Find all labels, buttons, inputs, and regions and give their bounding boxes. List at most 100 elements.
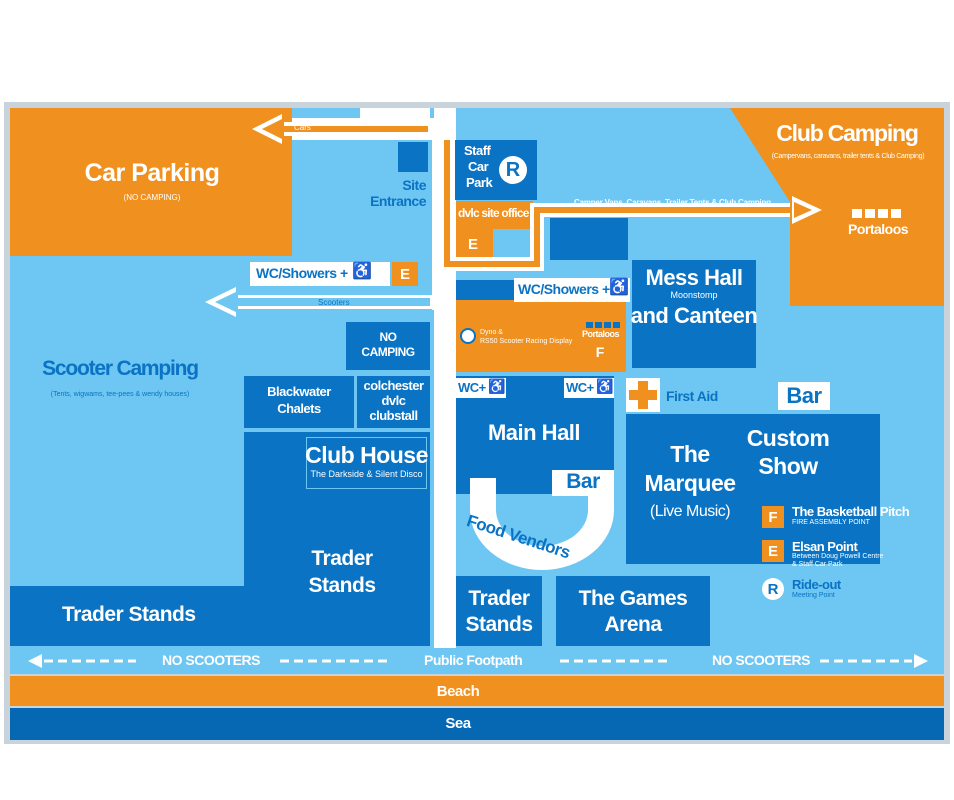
dvlc-site-office-label: dvlc site office (458, 206, 529, 220)
mess-hall-label: Mess Hall (645, 265, 744, 290)
legend-e-note-1: Between Doug Powell Centre (792, 553, 884, 560)
bar-top-box (778, 382, 830, 410)
club-camping-note: (Campervans, caravans, trailer tents & C… (771, 153, 925, 160)
trader-stands-small-label-1: Trader (468, 587, 530, 610)
bar-main-label: Bar (566, 470, 600, 493)
block-near-camper (550, 218, 628, 260)
marquee-label-3: (Live Music) (649, 503, 731, 520)
wheelchair-icon: ♿ (609, 279, 629, 296)
legend-f-badge: F (762, 506, 784, 528)
no-camping-building (346, 322, 430, 370)
wheelchair-icon: ♿ (352, 263, 372, 280)
portaloos-right-icon (852, 209, 901, 218)
legend-e-note-2: & Staff Car Park (792, 561, 843, 568)
wc-showers-left-box (250, 262, 390, 286)
legend-f-title: The Basketball Pitch (792, 504, 910, 519)
legend-e-badge: E (762, 540, 784, 562)
wc-showers-mid-box (514, 278, 630, 302)
sea-band (10, 708, 944, 740)
custom-show-label-2: Show (758, 453, 818, 479)
colchester-label-1: colchester (363, 378, 424, 393)
trader-stands-left-label: Trader Stands (62, 603, 196, 626)
display-area (456, 300, 626, 372)
club-house-outline (306, 437, 427, 489)
scooter-camping-note: (Tents, wigwams, tee-pees & wendy houses… (50, 391, 190, 398)
legend-r-title: Ride-out (792, 577, 841, 592)
double-arrow-icon (28, 654, 928, 668)
trader-stands-small-label-2: Stands (465, 613, 533, 636)
blackwater-label-2: Chalets (277, 401, 321, 416)
display-label-1: Dyno & (480, 329, 503, 336)
site-entrance-building (398, 142, 428, 172)
games-arena-label-1: The Games (578, 587, 688, 610)
colchester-building (357, 376, 430, 428)
trader-stands-center-label-2: Stands (308, 574, 376, 597)
and-canteen-label: and Canteen (630, 303, 758, 328)
footpath-center-label: Public Footpath (424, 652, 523, 668)
colchester-label-3: clubstall (369, 408, 418, 423)
trader-stands-center-label-1: Trader (311, 547, 373, 570)
first-aid-label: First Aid (666, 388, 718, 404)
trader-stands-small-area (456, 576, 542, 646)
portaloos-mid-label: Portaloos (582, 329, 620, 339)
staff-car-park-label-2: Car (468, 159, 489, 174)
games-arena-building (556, 576, 710, 646)
elsan-point-marker-top: E (463, 234, 483, 254)
ride-out-marker: R (499, 156, 527, 184)
wc-left-label: WC+ (458, 380, 486, 395)
wc-showers-left-label: WC/Showers + (256, 265, 348, 281)
scooter-camping-label: Scooter Camping (42, 357, 199, 380)
bar-main-box (552, 470, 614, 496)
car-parking-area (10, 108, 292, 256)
marquee-label-1: The (670, 441, 710, 467)
portaloos-mid-icon (586, 322, 620, 328)
beach-label: Beach (436, 683, 480, 700)
scooters-arrow-label: Scooters (318, 298, 350, 307)
main-hall-label: Main Hall (487, 420, 581, 445)
custom-show-label-1: Custom (746, 425, 830, 451)
legend-f-note: FIRE ASSEMBLY POINT (792, 519, 870, 526)
camper-route-label: Camper Vans, Caravans, Trailer Tents & C… (574, 198, 771, 207)
wc-showers-mid-label: WC/Showers + (518, 281, 610, 297)
marquee-label-2: Marquee (644, 470, 736, 496)
no-camping-label-1: NO (379, 330, 398, 344)
blackwater-chalets-building (244, 376, 354, 428)
display-label-2: RS50 Scooter Racing Display (480, 338, 573, 345)
mess-hall-building (632, 260, 756, 368)
wheelchair-icon: ♿ (488, 378, 505, 394)
no-camping-label-2: CAMPING (361, 345, 415, 359)
portaloos-right-label: Portaloos (848, 221, 909, 237)
trader-stands-center-area (244, 432, 430, 646)
marquee-building (626, 414, 880, 564)
legend-r-note: Meeting Point (792, 592, 835, 599)
club-house-note: The Darkside & Silent Disco (310, 469, 423, 479)
sea-label: Sea (445, 715, 471, 732)
car-parking-label: Car Parking (84, 159, 220, 187)
club-house-label: Club House (305, 442, 428, 468)
dvlc-site-office-area (455, 201, 533, 229)
legend-r-badge: R (762, 578, 784, 600)
elsan-point-marker-left: E (392, 262, 418, 286)
footpath-right-label: NO SCOOTERS (712, 652, 810, 668)
first-aid-cross-icon (626, 378, 660, 412)
colchester-label-2: dvlc (381, 393, 406, 408)
mess-hall-note: Moonstomp (670, 290, 718, 300)
wc-right-label: WC+ (566, 380, 594, 395)
club-camping-label: Club Camping (776, 120, 919, 146)
car-parking-note: (NO CAMPING) (123, 193, 181, 202)
site-entrance-label-1: Site (402, 177, 426, 193)
cars-arrow-label: Cars (294, 123, 311, 132)
display-logo-icon (460, 328, 476, 344)
bar-top-label: Bar (786, 383, 822, 408)
trader-stands-left-area (10, 586, 244, 646)
site-entrance-label-2: Entrance (370, 193, 426, 209)
blackwater-label-1: Blackwater (267, 384, 331, 399)
footpath-left-label: NO SCOOTERS (162, 652, 260, 668)
games-arena-label-2: Arena (604, 613, 662, 636)
beach-band (10, 676, 944, 706)
fire-assembly-marker: F (595, 344, 605, 360)
